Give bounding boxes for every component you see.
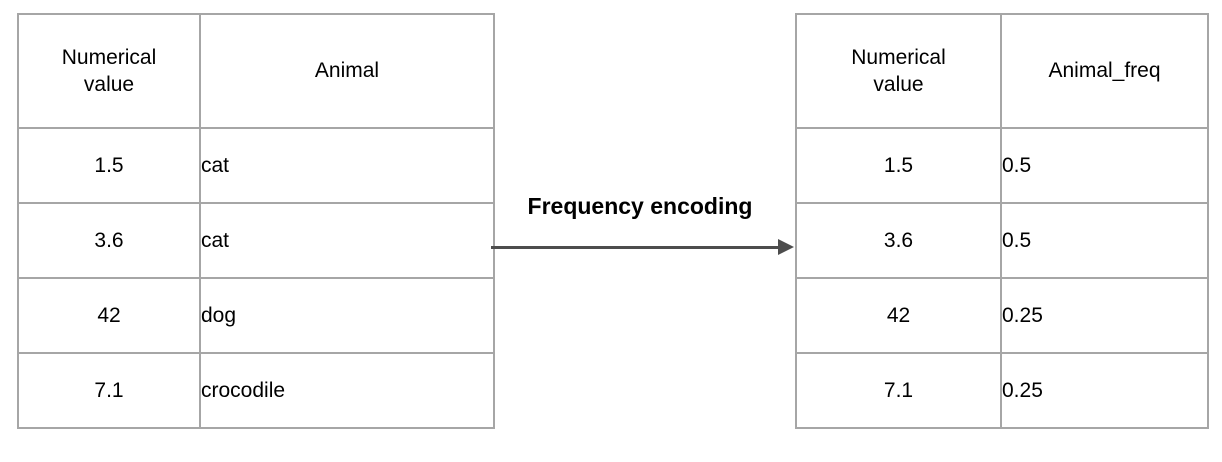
arrow-line bbox=[491, 246, 780, 249]
table-header-row: Numerical value Animal bbox=[17, 13, 495, 129]
header-label: Numerical value bbox=[61, 45, 157, 96]
encoded-data-table: Numerical value Animal_freq 1.5 0.5 3.6 … bbox=[795, 13, 1209, 429]
table-row: 7.1 crocodile bbox=[17, 352, 495, 429]
numerical-value-cell: 3.6 bbox=[795, 202, 1002, 279]
numerical-value-cell: 42 bbox=[17, 277, 201, 354]
animal-cell: cat bbox=[199, 202, 495, 279]
numerical-value-cell: 1.5 bbox=[795, 127, 1002, 204]
numerical-value-cell: 42 bbox=[795, 277, 1002, 354]
header-numerical-value: Numerical value bbox=[17, 13, 201, 129]
animal-cell: dog bbox=[199, 277, 495, 354]
original-data-table: Numerical value Animal 1.5 cat 3.6 cat 4… bbox=[17, 13, 495, 429]
numerical-value-cell: 1.5 bbox=[17, 127, 201, 204]
table-row: 1.5 cat bbox=[17, 127, 495, 204]
table-header-row: Numerical value Animal_freq bbox=[795, 13, 1209, 129]
frequency-encoding-label: Frequency encoding bbox=[527, 193, 753, 219]
animal-cell: crocodile bbox=[199, 352, 495, 429]
animal-freq-cell: 0.25 bbox=[1000, 352, 1209, 429]
header-animal: Animal bbox=[199, 13, 495, 129]
animal-freq-cell: 0.5 bbox=[1000, 127, 1209, 204]
arrow-right-icon bbox=[778, 239, 794, 255]
header-label: Numerical value bbox=[851, 45, 946, 96]
numerical-value-cell: 7.1 bbox=[795, 352, 1002, 429]
table-row: 3.6 0.5 bbox=[795, 202, 1209, 279]
numerical-value-cell: 7.1 bbox=[17, 352, 201, 429]
table-row: 42 dog bbox=[17, 277, 495, 354]
table-row: 42 0.25 bbox=[795, 277, 1209, 354]
animal-freq-cell: 0.5 bbox=[1000, 202, 1209, 279]
table-row: 3.6 cat bbox=[17, 202, 495, 279]
header-numerical-value: Numerical value bbox=[795, 13, 1002, 129]
animal-cell: cat bbox=[199, 127, 495, 204]
numerical-value-cell: 3.6 bbox=[17, 202, 201, 279]
animal-freq-cell: 0.25 bbox=[1000, 277, 1209, 354]
header-label: Animal_freq bbox=[1048, 59, 1161, 83]
header-animal-freq: Animal_freq bbox=[1000, 13, 1209, 129]
table-row: 1.5 0.5 bbox=[795, 127, 1209, 204]
table-row: 7.1 0.25 bbox=[795, 352, 1209, 429]
header-label: Animal bbox=[314, 59, 380, 83]
